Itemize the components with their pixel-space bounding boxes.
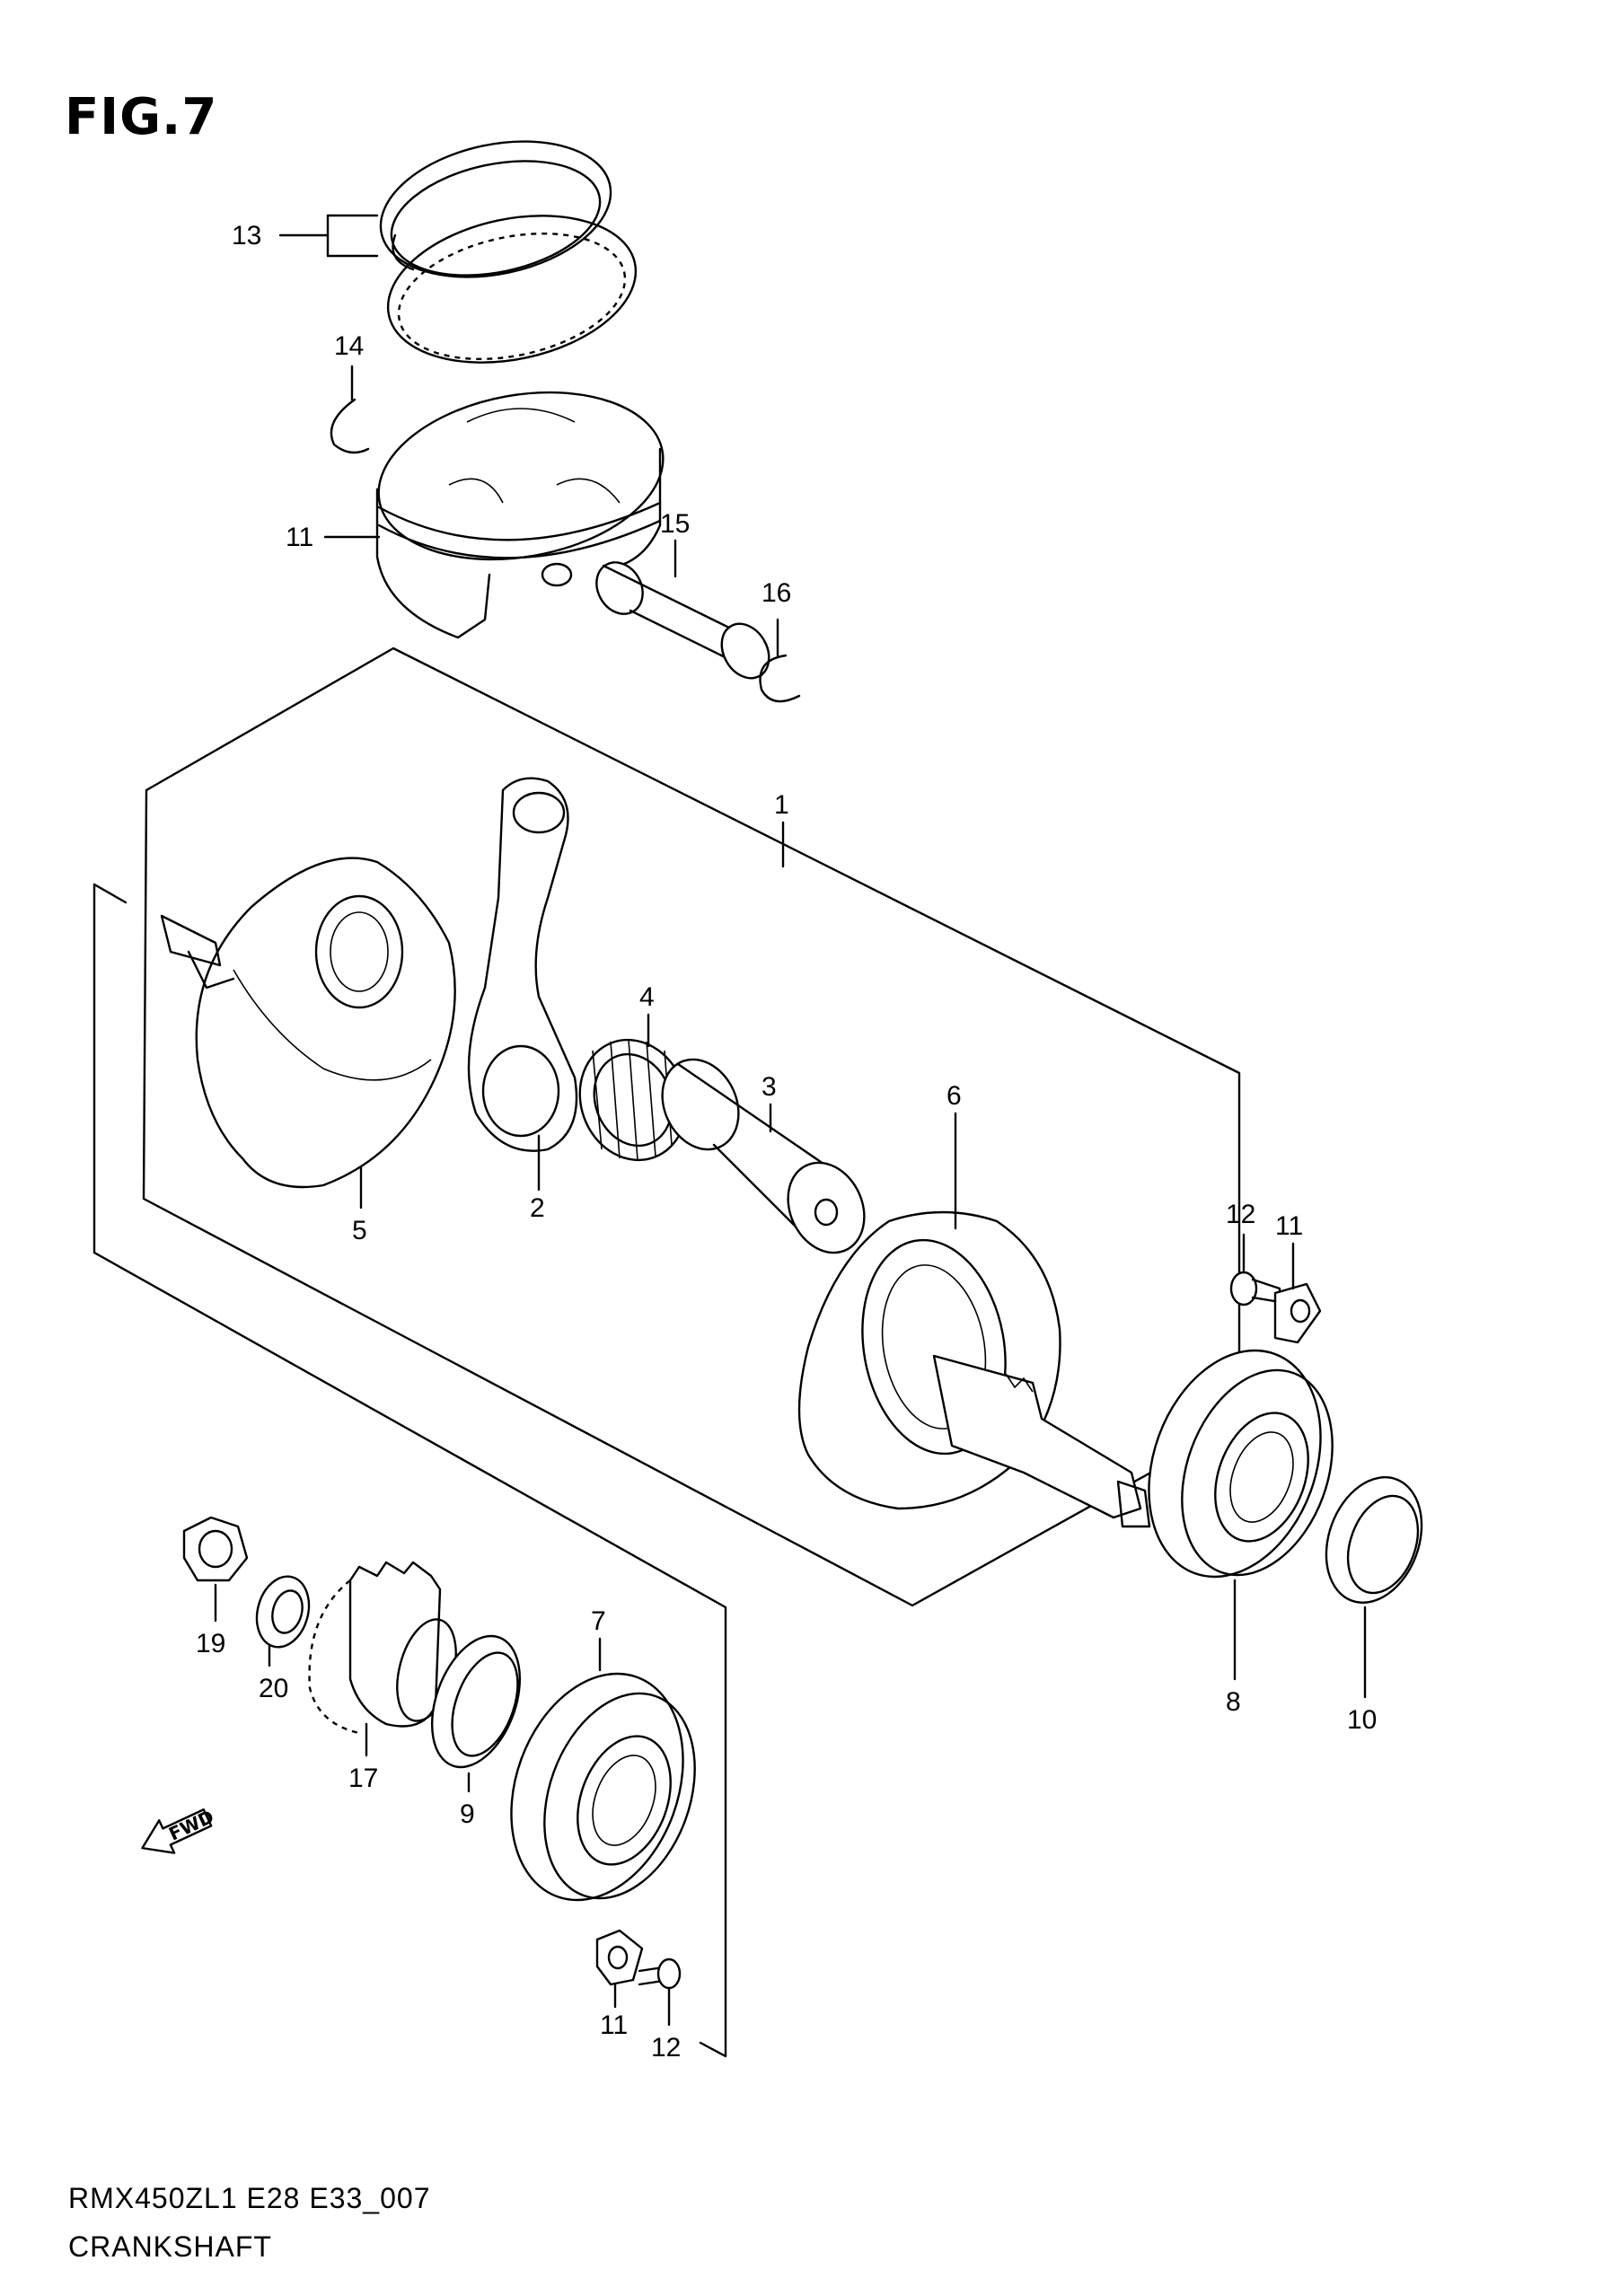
piston[interactable] <box>365 372 676 639</box>
piston-pin-circlip[interactable] <box>330 398 370 454</box>
callout-8: 8 <box>1226 1687 1241 1717</box>
piston-ring-set[interactable] <box>368 122 649 384</box>
crankshaft-right-shaft[interactable] <box>932 1354 1151 1528</box>
fwd-arrow-icon: FWD <box>141 1806 217 1854</box>
callout-2: 2 <box>530 1193 545 1223</box>
screw-upper[interactable] <box>1229 1271 1281 1306</box>
crankshaft-washer[interactable] <box>250 1570 317 1653</box>
callout-4: 4 <box>639 982 655 1012</box>
crankshaft-bearing-right[interactable] <box>1119 1326 1360 1601</box>
callout-7: 7 <box>591 1606 606 1636</box>
connecting-rod[interactable] <box>467 777 578 1152</box>
fwd-label: FWD <box>165 1806 217 1845</box>
callout-17: 16 <box>762 578 791 608</box>
screw-lower[interactable] <box>638 1957 682 1990</box>
callout-11-upper: 11 <box>1275 1211 1303 1241</box>
leader-lines <box>214 214 1367 2027</box>
callout-15: 15 <box>660 509 690 539</box>
crank-web-left[interactable] <box>160 857 456 1189</box>
crankshaft-bearing-left[interactable] <box>481 1649 722 1924</box>
figure-title: FIG.7 <box>65 88 218 146</box>
lock-washer-upper[interactable] <box>1273 1282 1322 1344</box>
callout-14: 13 <box>232 221 261 251</box>
callout-9: 9 <box>460 1799 475 1829</box>
piston-pin[interactable] <box>587 554 779 687</box>
callout-5: 5 <box>352 1216 367 1245</box>
callout-19: 19 <box>196 1629 225 1658</box>
oil-seal-right[interactable] <box>1309 1464 1438 1616</box>
callout-18: 17 <box>348 1764 378 1793</box>
callout-13: 11 <box>286 523 313 552</box>
model-code: RMX450ZL1 E28 E33_007 <box>68 2182 431 2214</box>
callout-3: 3 <box>762 1072 777 1102</box>
crankshaft-nut[interactable] <box>182 1516 249 1582</box>
callout-20: 20 <box>259 1674 288 1703</box>
lock-washer-lower[interactable] <box>595 1929 644 1986</box>
callout-10: 10 <box>1347 1705 1377 1735</box>
callout-11-lower: 11 <box>600 2010 628 2040</box>
oil-seal-left[interactable] <box>416 1624 537 1780</box>
outer-group-bracket <box>92 883 128 904</box>
callout-12-lower: 12 <box>651 2033 681 2063</box>
section-name: CRANKSHAFT <box>68 2230 272 2263</box>
callout-6: 6 <box>946 1081 962 1111</box>
lower-group-bracket <box>92 1251 727 2058</box>
callout-12-upper: 12 <box>1226 1200 1255 1229</box>
piston-pin-circlip-right[interactable] <box>759 654 801 703</box>
crank-pin[interactable] <box>648 1047 878 1265</box>
callout-16: 14 <box>334 331 364 361</box>
callout-1: 1 <box>774 790 789 820</box>
